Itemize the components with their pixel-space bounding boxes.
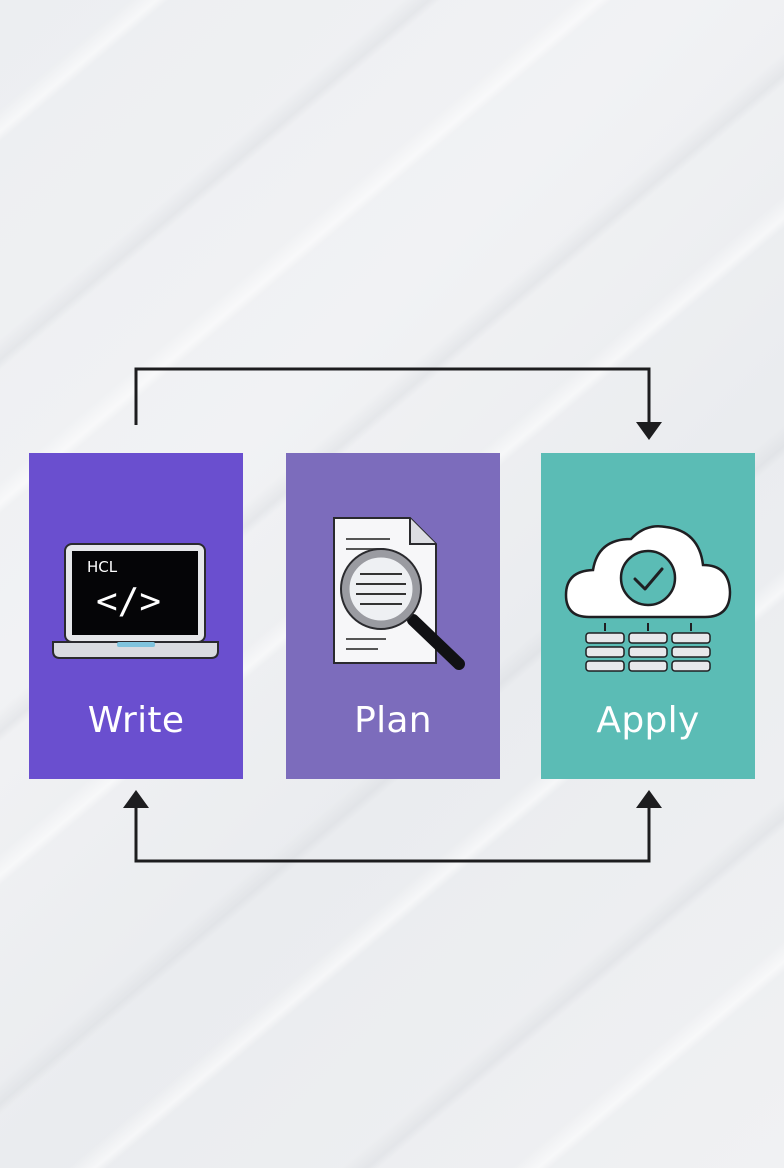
step-label-apply: Apply: [596, 700, 700, 741]
document-magnifier-icon: [333, 517, 465, 670]
top-connector-arrowhead: [636, 422, 662, 440]
laptop-code-icon: HCL </>: [52, 543, 219, 659]
server-stack-middle: [628, 632, 668, 672]
cloud-check-servers-icon: [564, 525, 732, 672]
svg-text:</>: </>: [96, 581, 161, 622]
hcl-label: HCL: [87, 558, 118, 576]
bottom-connector-arrowhead-write: [123, 790, 149, 808]
step-card-write: HCL </> Write: [29, 453, 243, 779]
step-card-apply: Apply: [541, 453, 755, 779]
step-label-write: Write: [87, 700, 185, 741]
server-stack-left: [585, 632, 625, 672]
bottom-connector-arrowhead-apply: [636, 790, 662, 808]
bottom-connector-line: [134, 808, 651, 863]
step-card-plan: Plan: [286, 453, 500, 779]
server-stack-right: [671, 632, 711, 672]
step-label-plan: Plan: [354, 700, 432, 741]
top-connector-line: [134, 367, 651, 425]
